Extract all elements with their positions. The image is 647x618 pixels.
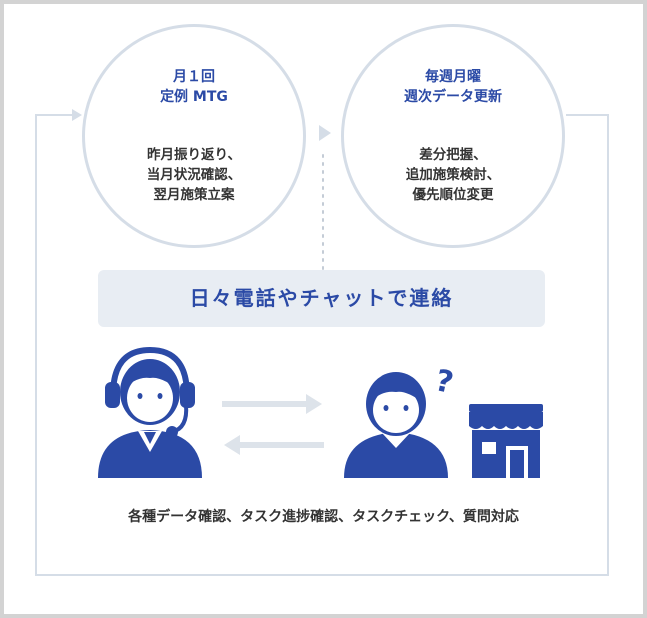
weekly-update-item-2: 追加施策検討、 (405, 167, 501, 183)
confused-person-icon (344, 372, 448, 478)
arrow-right-head (306, 394, 322, 414)
monthly-meeting-item-2: 当月状況確認、 (146, 167, 242, 183)
monthly-meeting-circle: 月１回 定例 MTG 昨月振り返り、 当月状況確認、 翌月施策立案 (82, 24, 306, 248)
loop-arrowhead (72, 109, 82, 121)
monthly-meeting-title: 定例 MTG (160, 89, 228, 105)
activities-caption: 各種データ確認、タスク進捗確認、タスクチェック、質問対応 (128, 509, 519, 525)
arrow-left-icon (238, 442, 324, 448)
monthly-meeting-item-3: 翌月施策立案 (153, 187, 235, 203)
cycle-loop-line (35, 114, 609, 576)
weekly-update-title: 週次データ更新 (404, 89, 502, 105)
weekly-update-item-1: 差分把握、 (419, 147, 487, 163)
weekly-update-circle: 毎週月曜 週次データ更新 差分把握、 追加施策検討、 優先順位変更 (341, 24, 565, 248)
weekly-update-frequency: 毎週月曜 (425, 69, 481, 85)
arrow-right-icon (222, 401, 308, 407)
exchange-arrows (222, 394, 324, 455)
headset-operator-icon (98, 346, 202, 478)
monthly-meeting-frequency: 月１回 (173, 69, 215, 85)
monthly-meeting-item-1: 昨月振り返り、 (147, 147, 241, 163)
question-mark-icon: ? (432, 363, 456, 401)
arrow-left-head (224, 435, 240, 455)
storefront-icon (469, 404, 543, 478)
weekly-update-item-3: 優先順位変更 (412, 187, 494, 203)
daily-contact-banner: 日々電話やチャットで連絡 (98, 270, 545, 327)
cycle-arrow-right (319, 125, 331, 141)
